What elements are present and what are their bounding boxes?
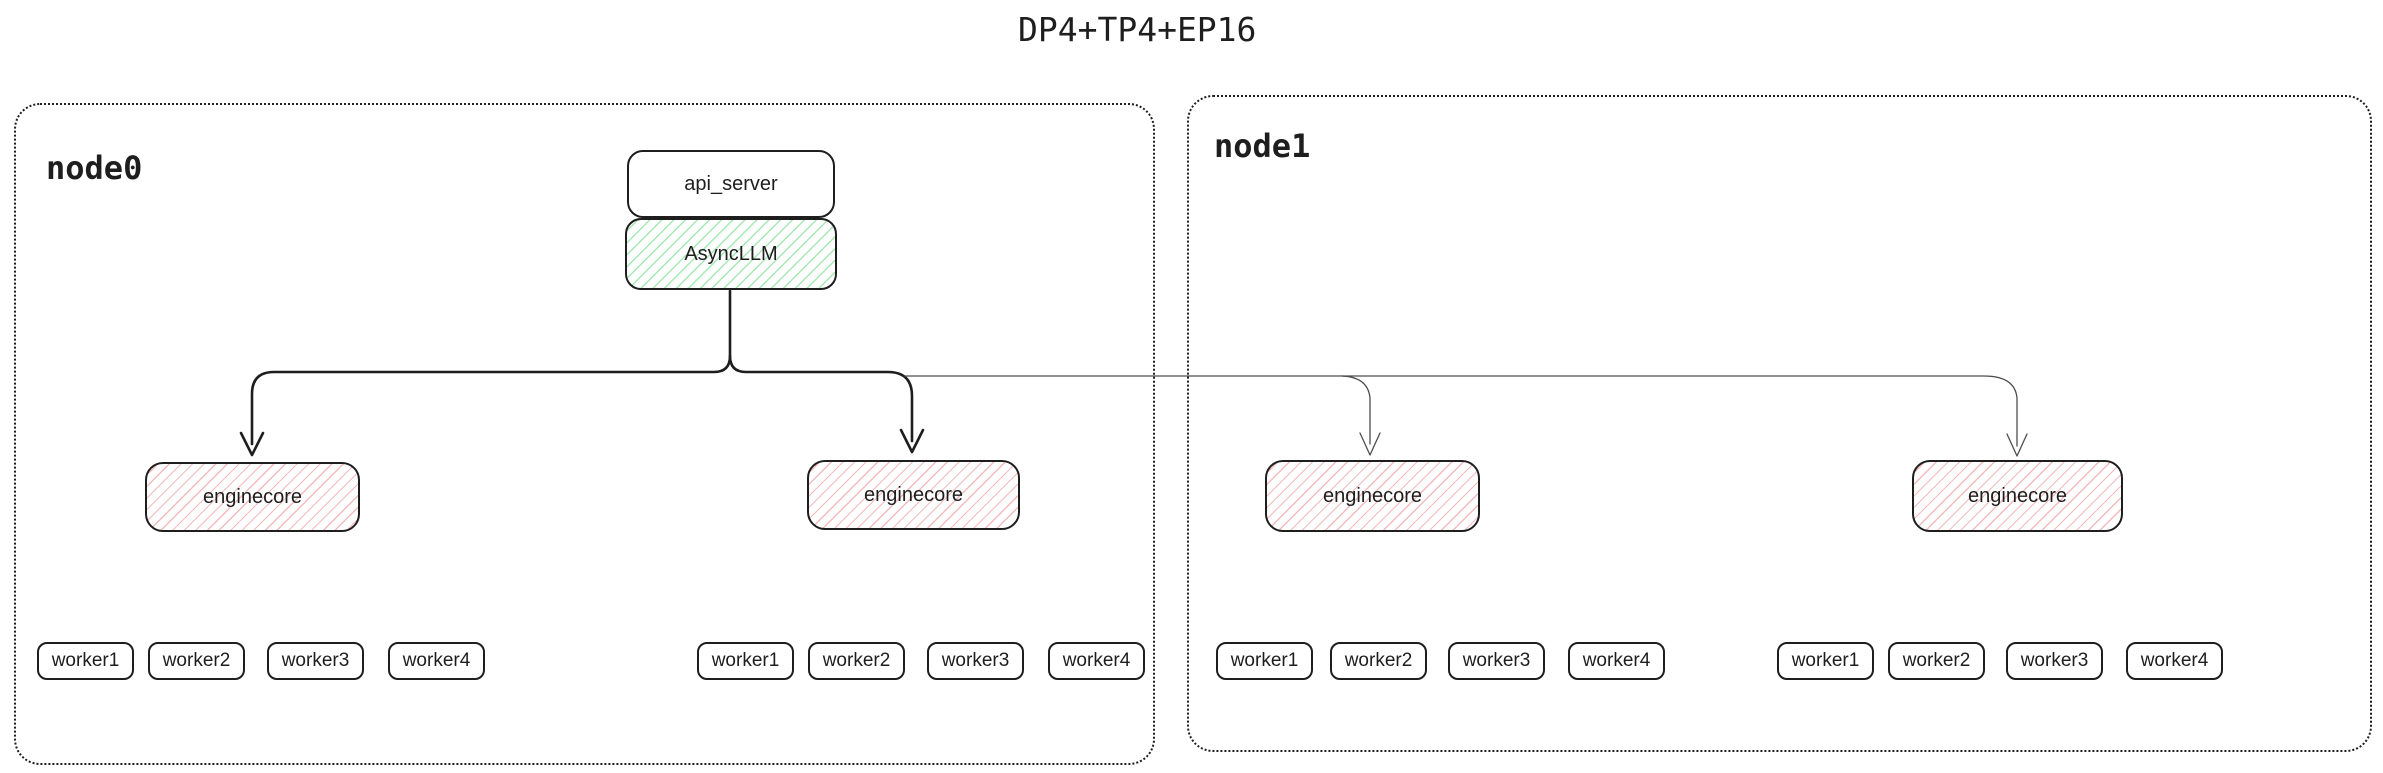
enginecore4-label: enginecore: [1968, 485, 2067, 507]
enginecore1-label: enginecore: [203, 486, 302, 508]
node1-group2-worker1-box: worker1: [1777, 642, 1874, 680]
node0-group2-worker3-box: worker3: [927, 642, 1024, 680]
enginecore3-box: enginecore: [1265, 460, 1480, 532]
api-server-label: api_server: [684, 173, 778, 195]
node1-group1-worker1-box: worker1: [1216, 642, 1313, 680]
node1-container: node1: [1187, 95, 2372, 752]
node1-group1-worker3-box: worker3: [1448, 642, 1545, 680]
node1-group2-worker2-box: worker2: [1888, 642, 1985, 680]
node0-group2-worker2-box: worker2: [808, 642, 905, 680]
node0-group1-worker2-box: worker2: [148, 642, 245, 680]
enginecore3-label: enginecore: [1323, 485, 1422, 507]
node1-group1-worker4-box: worker4: [1568, 642, 1665, 680]
node0-group1-worker3-box: worker3: [267, 642, 364, 680]
node0-group1-worker1-box: worker1: [37, 642, 134, 680]
node1-group1-worker2-box: worker2: [1330, 642, 1427, 680]
node1-label: node1: [1214, 127, 1311, 165]
node0-container: node0: [14, 103, 1155, 765]
diagram-title: DP4+TP4+EP16: [1018, 10, 1257, 49]
node1-group2-worker4-box: worker4: [2126, 642, 2223, 680]
node0-group2-worker1-box: worker1: [697, 642, 794, 680]
node0-group2-worker4-box: worker4: [1048, 642, 1145, 680]
asyncllm-box: AsyncLLM: [625, 218, 837, 290]
enginecore4-box: enginecore: [1912, 460, 2123, 532]
enginecore2-label: enginecore: [864, 484, 963, 506]
node0-group1-worker4-box: worker4: [388, 642, 485, 680]
enginecore2-box: enginecore: [807, 460, 1020, 530]
enginecore1-box: enginecore: [145, 462, 360, 532]
asyncllm-label: AsyncLLM: [684, 243, 778, 265]
node0-label: node0: [46, 149, 143, 187]
node1-group2-worker3-box: worker3: [2006, 642, 2103, 680]
api-server-box: api_server: [627, 150, 835, 218]
